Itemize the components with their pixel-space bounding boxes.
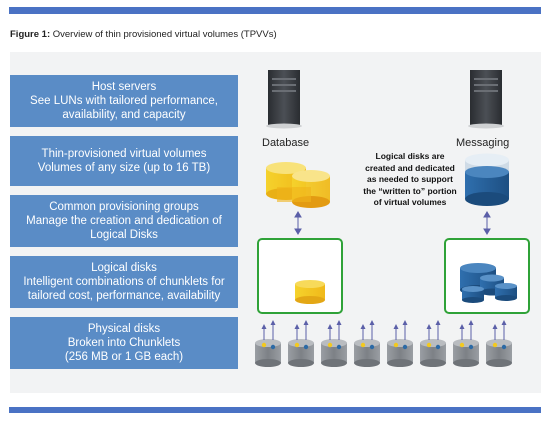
- chunklet-dot: [402, 344, 408, 350]
- layer-title: Thin-provisioned virtual volumes: [41, 148, 207, 160]
- layer-desc-2: availability, and capacity: [62, 109, 186, 121]
- physical-disk-icon: [387, 320, 413, 367]
- chunklet-dot: [327, 342, 333, 348]
- physical-disk-icon: [354, 320, 380, 367]
- database-logical-disk-icon: [295, 280, 325, 304]
- chunklet-dot: [468, 344, 474, 350]
- layer-desc-2: tailored cost, performance, availability: [27, 290, 221, 302]
- chunklet-dot: [303, 344, 309, 350]
- chunklet-arrowhead: [327, 324, 333, 329]
- note-line-5: of virtual volumes: [373, 197, 447, 207]
- figure-caption: Figure 1: Overview of thin provisioned v…: [10, 29, 277, 40]
- chunklet-arrowhead: [270, 320, 276, 325]
- chunklet-arrowhead: [393, 324, 399, 329]
- database-label: Database: [262, 137, 310, 149]
- chunklet-arrowhead: [459, 324, 465, 329]
- physical-disk-icon: [321, 320, 347, 367]
- physical-disk-icon: [453, 320, 479, 367]
- chunklet-arrowhead: [369, 320, 375, 325]
- note-line-3: as needed to support: [367, 174, 453, 184]
- physical-disks-row: [255, 320, 512, 367]
- top-divider-bar: [9, 7, 541, 14]
- bottom-divider-bar: [9, 407, 541, 413]
- layer-desc-1: See LUNs with tailored performance,: [30, 95, 218, 107]
- layer-desc-1: Manage the creation and dedication of: [26, 215, 222, 227]
- chunklet-dot: [360, 342, 366, 348]
- layer-desc-2: Logical Disks: [90, 229, 158, 241]
- layer-desc-1: Volumes of any size (up to 16 TB): [37, 162, 211, 174]
- messaging-virtual-volume-icon: [465, 153, 509, 206]
- chunklet-arrowhead: [360, 324, 366, 329]
- chunklet-dot: [393, 342, 399, 348]
- chunklet-arrowhead: [336, 320, 342, 325]
- chunklet-arrowhead: [468, 320, 474, 325]
- messaging-label: Messaging: [456, 137, 510, 149]
- chunklet-arrowhead: [303, 320, 309, 325]
- note-line-2: created and dedicated: [365, 162, 455, 173]
- note-line-1: Logical disks are: [375, 151, 445, 161]
- physical-disk-icon: [255, 320, 281, 367]
- layer-host-servers: Host servers See LUNs with tailored perf…: [10, 75, 238, 127]
- database-server-icon: [266, 70, 302, 129]
- layer-desc-1: Intelligent combinations of chunklets fo…: [23, 276, 225, 288]
- database-virtual-volume-icon: [266, 162, 330, 208]
- chunklet-dot: [426, 342, 432, 348]
- messaging-server-icon: [468, 70, 504, 129]
- layer-common-provisioning-groups: Common provisioning groups Manage the cr…: [10, 195, 238, 247]
- provisioning-group-left: [257, 238, 343, 314]
- figure-number: Figure 1:: [10, 29, 51, 40]
- chunklet-dot: [294, 342, 300, 348]
- chunklet-dot: [435, 344, 441, 350]
- layer-thin-provisioned-volumes: Thin-provisioned virtual volumes Volumes…: [10, 136, 238, 186]
- messaging-link-arrow: [483, 211, 491, 235]
- physical-disk-icon: [420, 320, 446, 367]
- chunklet-dot: [501, 344, 507, 350]
- chunklet-dot: [459, 342, 465, 348]
- chunklet-dot: [369, 344, 375, 350]
- chunklet-arrowhead: [492, 324, 498, 329]
- layer-title: Common provisioning groups: [49, 201, 199, 213]
- chunklet-arrowhead: [435, 320, 441, 325]
- layer-desc-2: (256 MB or 1 GB each): [64, 351, 184, 363]
- chunklet-arrowhead: [501, 320, 507, 325]
- chunklet-dot: [336, 344, 342, 350]
- logical-disk-note: Logical disks are created and dedicated …: [355, 151, 465, 209]
- database-link-arrow: [294, 211, 302, 235]
- messaging-logical-disks-icon: [460, 263, 517, 303]
- chunklet-arrowhead: [426, 324, 432, 329]
- layer-title: Logical disks: [91, 262, 157, 274]
- layer-logical-disks: Logical disks Intelligent combinations o…: [10, 256, 238, 308]
- note-line-4: the “written to” portion: [363, 185, 457, 196]
- figure-title: Overview of thin provisioned virtual vol…: [50, 29, 277, 40]
- chunklet-arrowhead: [261, 324, 267, 329]
- physical-disk-icon: [288, 320, 314, 367]
- chunklet-arrowhead: [294, 324, 300, 329]
- chunklet-dot: [261, 342, 267, 348]
- layer-title: Physical disks: [87, 323, 161, 335]
- layer-physical-disks: Physical disks Broken into Chunklets (25…: [10, 317, 238, 369]
- physical-disk-icon: [486, 320, 512, 367]
- chunklet-dot: [492, 342, 498, 348]
- layer-title: Host servers: [91, 81, 157, 93]
- chunklet-arrowhead: [402, 320, 408, 325]
- layer-desc-1: Broken into Chunklets: [67, 337, 181, 349]
- chunklet-dot: [270, 344, 276, 350]
